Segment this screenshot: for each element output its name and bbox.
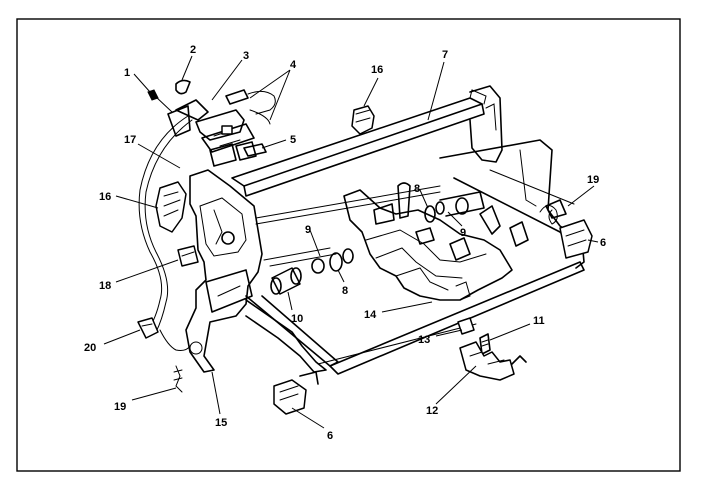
connector-18 bbox=[177, 245, 199, 267]
callout-8-lower: 8 bbox=[342, 285, 348, 297]
callout-15: 15 bbox=[215, 417, 227, 429]
bracket-6-right bbox=[559, 219, 593, 259]
connector-20 bbox=[137, 317, 159, 339]
callout-20: 20 bbox=[84, 342, 96, 354]
roller-10 bbox=[270, 267, 302, 295]
callout-4: 4 bbox=[290, 59, 297, 71]
callout-2: 2 bbox=[190, 44, 196, 56]
callout-6-right: 6 bbox=[600, 237, 606, 249]
callout-13: 13 bbox=[418, 334, 430, 346]
spring-19-left bbox=[173, 365, 183, 393]
callout-9-right: 9 bbox=[460, 227, 466, 239]
callout-12: 12 bbox=[426, 405, 438, 417]
spring-11 bbox=[479, 333, 491, 355]
callout-9-left: 9 bbox=[305, 224, 311, 236]
callout-8-upper: 8 bbox=[414, 183, 420, 195]
callout-19-right: 19 bbox=[587, 174, 599, 186]
clip-13 bbox=[457, 317, 475, 335]
callout-17: 17 bbox=[124, 134, 136, 146]
leader-lines bbox=[103, 55, 599, 429]
callout-5: 5 bbox=[290, 134, 296, 146]
sensor-bracket-assembly bbox=[138, 79, 276, 351]
callout-labels: 1 2 3 4 5 6 6 7 8 8 9 9 10 11 12 13 14 1… bbox=[84, 44, 606, 442]
callout-11: 11 bbox=[533, 315, 545, 327]
spring-19-right bbox=[539, 199, 567, 225]
callout-19-left: 19 bbox=[114, 401, 126, 413]
callout-3: 3 bbox=[243, 50, 249, 62]
bracket-6-bottom bbox=[273, 371, 319, 415]
callout-18: 18 bbox=[99, 280, 111, 292]
diagram-border bbox=[16, 18, 681, 472]
callout-10: 10 bbox=[291, 313, 303, 325]
callout-1: 1 bbox=[124, 67, 130, 79]
main-chassis-frame bbox=[231, 85, 585, 375]
left-side-plate bbox=[185, 169, 327, 373]
callout-6-bottom: 6 bbox=[327, 430, 333, 442]
callout-16-left: 16 bbox=[99, 191, 111, 203]
callout-14: 14 bbox=[364, 309, 377, 321]
center-carriage bbox=[311, 182, 529, 301]
callout-16-top: 16 bbox=[371, 64, 383, 76]
bracket-12 bbox=[459, 341, 527, 381]
connector-16-top bbox=[351, 105, 375, 135]
callout-7: 7 bbox=[442, 49, 448, 61]
connector-16-left bbox=[155, 181, 187, 233]
